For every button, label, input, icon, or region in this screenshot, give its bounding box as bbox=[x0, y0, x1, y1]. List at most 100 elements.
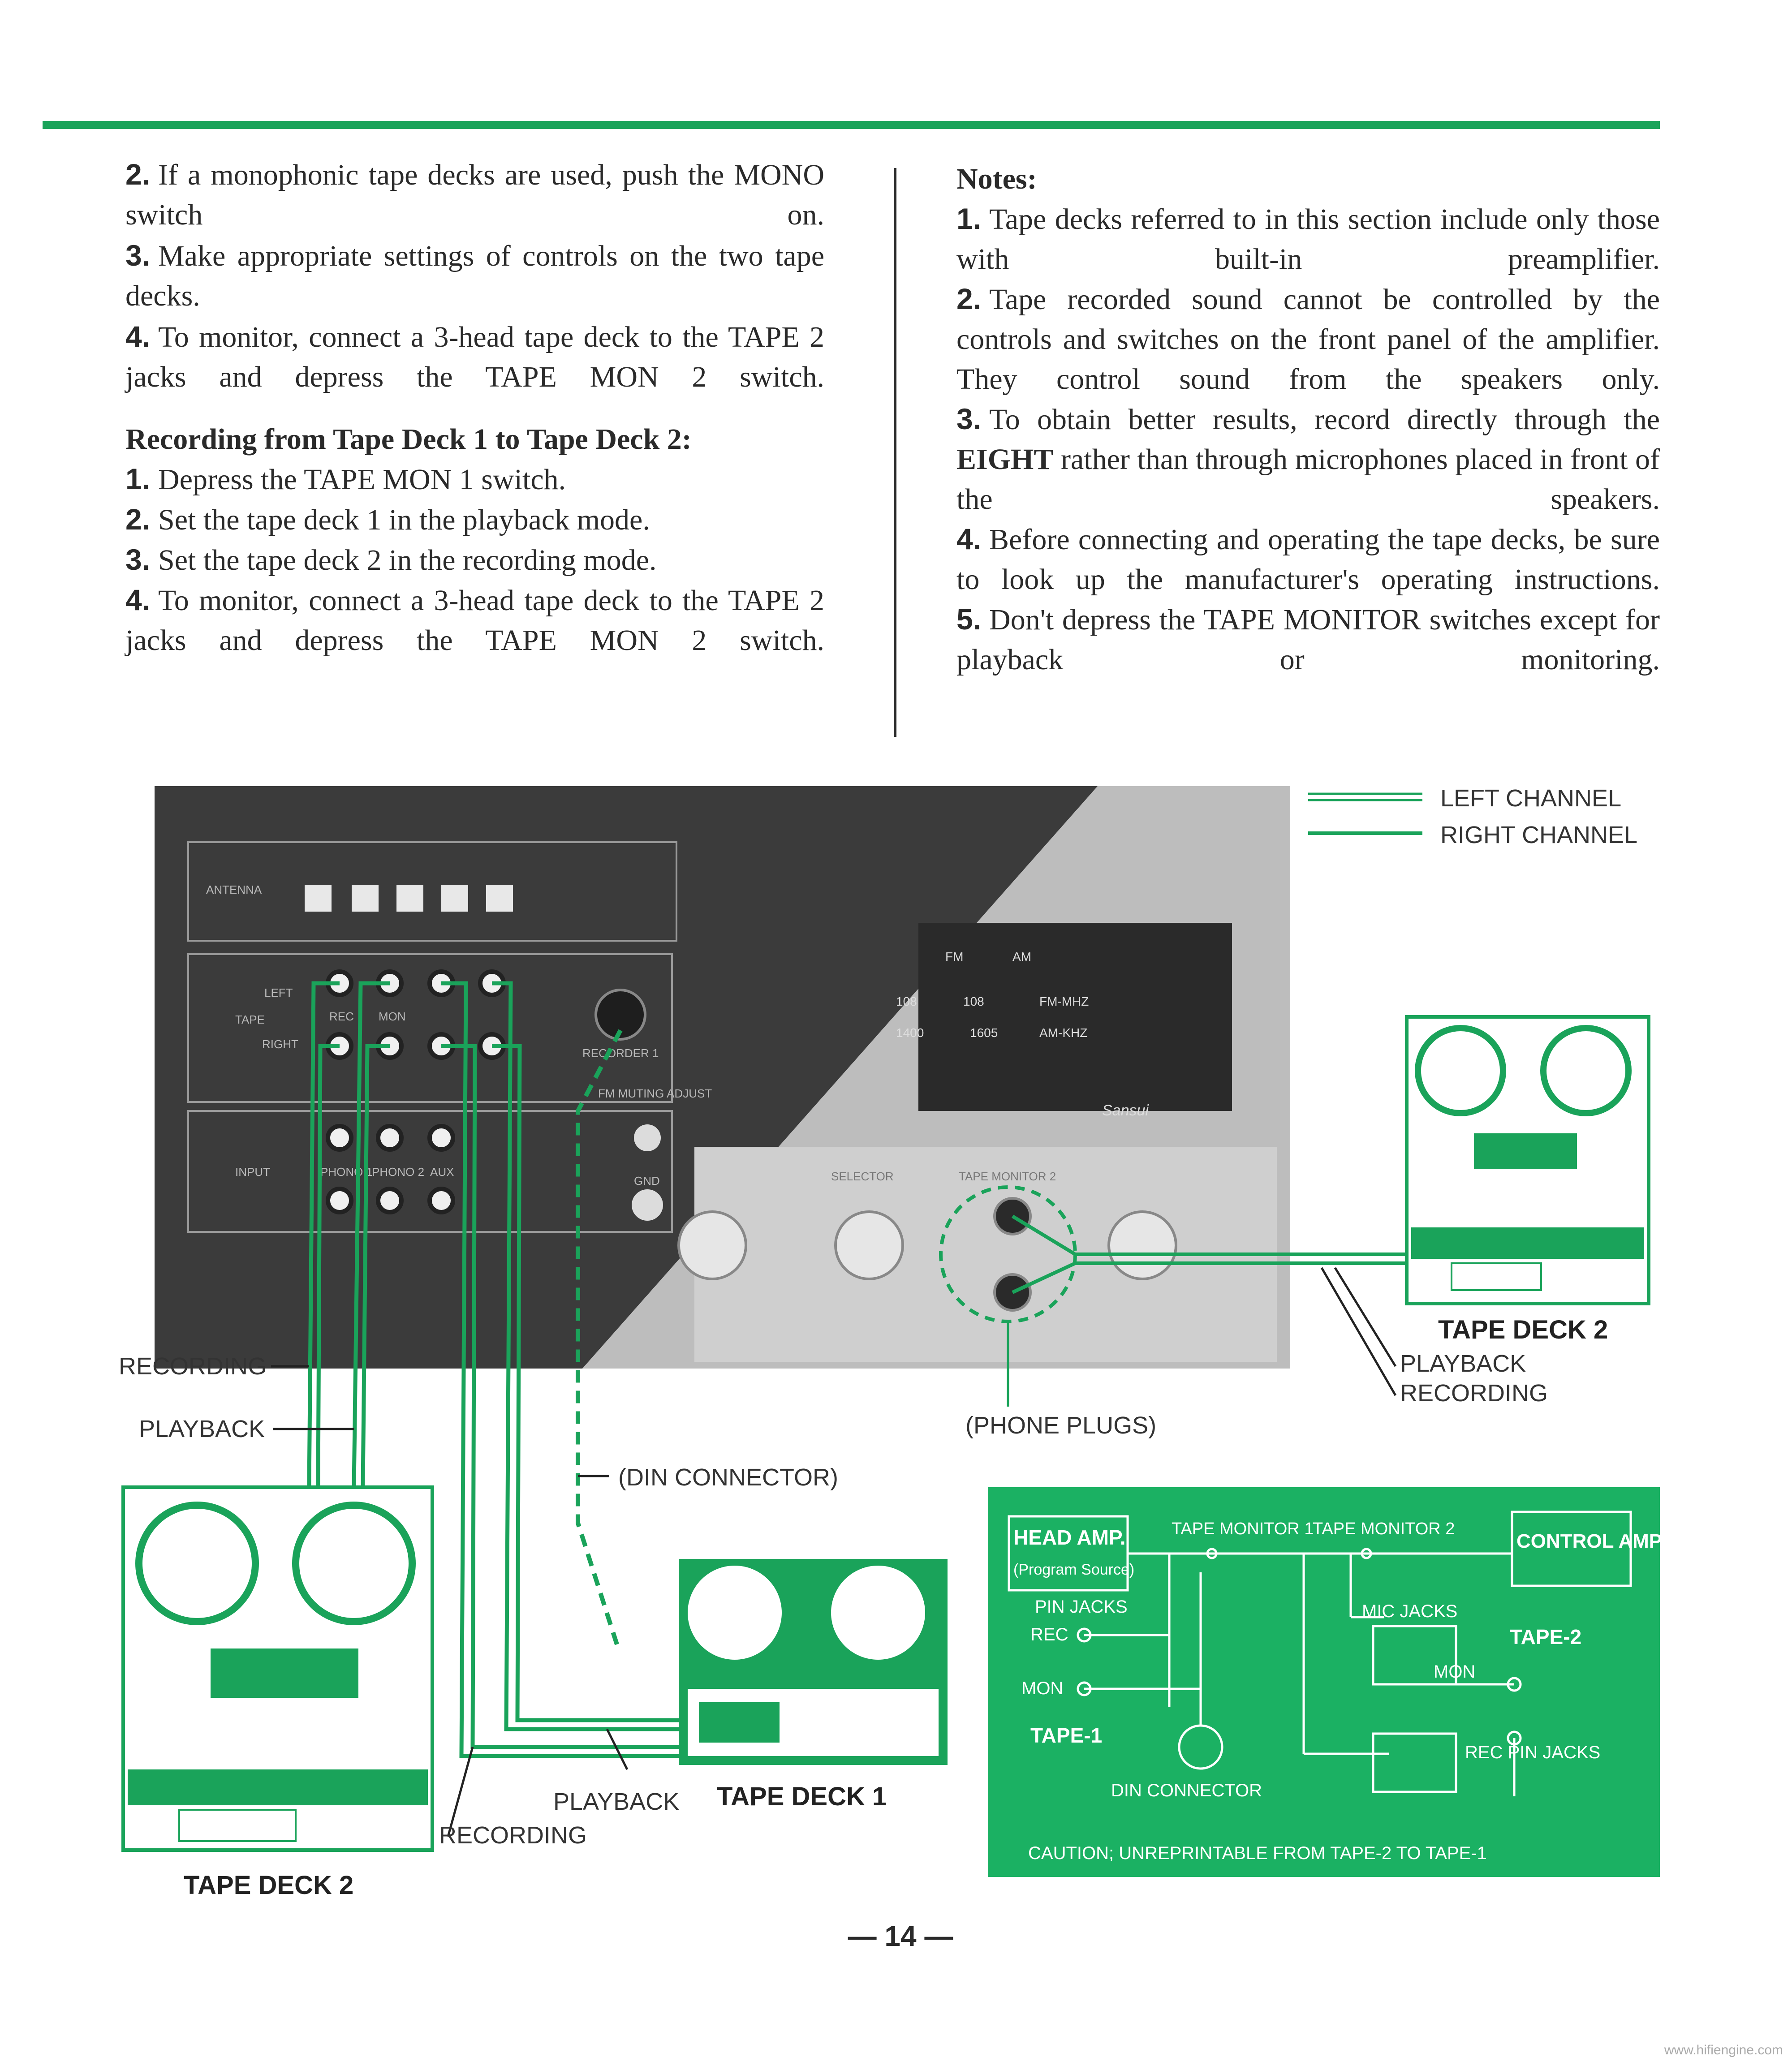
panel-label-phono2: PHONO 2 bbox=[372, 1165, 424, 1179]
cables-left bbox=[307, 981, 390, 1488]
selector-knob bbox=[677, 1210, 747, 1280]
panel-label-aux: AUX bbox=[430, 1165, 454, 1179]
step-item: 2.Set the tape deck 1 in the playback mo… bbox=[125, 503, 650, 536]
tape-deck-2-right-label: TAPE DECK 2 bbox=[1438, 1315, 1608, 1344]
panel-label-phono1: PHONO 1 bbox=[320, 1165, 373, 1179]
cable bbox=[492, 981, 681, 1731]
dial-label-am-khz: AM-KHZ bbox=[1039, 1026, 1087, 1040]
control-amp-label: CONTROL AMP. bbox=[1516, 1530, 1665, 1552]
note-text: Don't depress the TAPE MONITOR switches … bbox=[956, 603, 1660, 676]
tape-deck-2-left bbox=[121, 1485, 434, 1852]
mic-jacks-label: MIC JACKS bbox=[1362, 1601, 1457, 1621]
note-item: 5.Don't depress the TAPE MONITOR switche… bbox=[956, 603, 1660, 676]
dial-value: 108 bbox=[896, 994, 917, 1008]
panel-label-selector: SELECTOR bbox=[831, 1170, 894, 1183]
control-amp-box bbox=[1511, 1511, 1632, 1587]
note-item: 2.Tape recorded sound cannot be controll… bbox=[956, 282, 1660, 396]
control-strip bbox=[1411, 1227, 1644, 1259]
selector-knob bbox=[834, 1210, 904, 1280]
head-cover bbox=[1474, 1133, 1577, 1169]
head-cover bbox=[211, 1648, 358, 1698]
mon-label: MON bbox=[1021, 1679, 1063, 1698]
block-diagram: HEAD AMP. (Program Source) TAPE MONITOR … bbox=[988, 1487, 1665, 1877]
left-column: 2.If a monophonic tape decks are used, p… bbox=[125, 155, 824, 660]
top-rule bbox=[43, 121, 1660, 129]
antenna-switch bbox=[305, 885, 332, 912]
rec-pin-jacks-label: REC PIN JACKS bbox=[1465, 1743, 1600, 1762]
legend bbox=[1308, 792, 1422, 835]
note-text: Tape recorded sound cannot be controlled… bbox=[956, 283, 1660, 396]
din-connector-label-block: DIN CONNECTOR bbox=[1111, 1781, 1262, 1800]
panel-label-input: INPUT bbox=[235, 1165, 270, 1179]
page-number: 14 bbox=[884, 1920, 917, 1952]
front-knob bbox=[1107, 1210, 1177, 1280]
cable bbox=[492, 1044, 681, 1722]
cable bbox=[441, 981, 681, 1758]
dial-label-fm-mhz: FM-MHZ bbox=[1039, 994, 1089, 1008]
cable bbox=[352, 981, 390, 1488]
dial-value: 1400 bbox=[896, 1026, 924, 1040]
mon-2-label: MON bbox=[1434, 1662, 1475, 1682]
panel-label-gnd: GND bbox=[634, 1174, 660, 1188]
leader bbox=[1334, 1267, 1397, 1367]
jack bbox=[326, 1187, 353, 1214]
pin-jacks-label: PIN JACKS bbox=[1035, 1597, 1128, 1617]
leader-lines bbox=[271, 1267, 1397, 1837]
watermark: www.hifiengine.com bbox=[1664, 2043, 1783, 2057]
reel bbox=[292, 1502, 416, 1625]
legend-left-label: LEFT CHANNEL bbox=[1440, 785, 1621, 812]
din-cable bbox=[576, 1029, 623, 1649]
step-item: 4.To monitor, connect a 3-head tape deck… bbox=[125, 320, 824, 393]
brand-logo: Sansui bbox=[1102, 1102, 1149, 1119]
right-column: Notes: 1.Tape decks referred to in this … bbox=[956, 159, 1660, 680]
note-text: Tape decks referred to in this section i… bbox=[956, 203, 1660, 275]
jack bbox=[376, 1187, 404, 1214]
step-text: To monitor, connect a 3-head tape deck t… bbox=[125, 321, 824, 393]
playback-label-left: PLAYBACK bbox=[139, 1416, 265, 1442]
reel bbox=[831, 1566, 925, 1660]
antenna-switch bbox=[441, 885, 468, 912]
phone-plugs-label: (PHONE PLUGS) bbox=[965, 1412, 1156, 1439]
front-display bbox=[918, 923, 1232, 1111]
rear-panel-photo bbox=[155, 786, 1098, 1369]
leader bbox=[606, 1728, 629, 1770]
antenna-block bbox=[187, 841, 677, 942]
cables-right-bundle bbox=[441, 981, 681, 1758]
panel-label-antenna: ANTENNA bbox=[206, 883, 262, 896]
jack bbox=[427, 1187, 455, 1214]
panel-label-tape: TAPE bbox=[235, 1013, 265, 1026]
meter-panel bbox=[1451, 1262, 1542, 1291]
jack bbox=[427, 1124, 455, 1152]
block-diagram-bg bbox=[988, 1487, 1660, 1877]
tape-deck-1 bbox=[679, 1559, 948, 1765]
din-symbol bbox=[1178, 1724, 1223, 1770]
din-connector-label: (DIN CONNECTOR) bbox=[618, 1464, 838, 1491]
input-jack-block bbox=[187, 1110, 673, 1233]
panel-label-right: RIGHT bbox=[262, 1037, 298, 1051]
tape-monitor-2-label: TAPE MONITOR 2 bbox=[1313, 1519, 1455, 1538]
step-text: Make appropriate settings of controls on… bbox=[125, 240, 824, 312]
note-text: Before connecting and operating the tape… bbox=[956, 523, 1660, 596]
tape-deck-1-label: TAPE DECK 1 bbox=[717, 1782, 887, 1811]
din-socket bbox=[594, 989, 646, 1041]
panel-label-fm-muting: FM MUTING ADJUST bbox=[598, 1087, 712, 1100]
playback-label-bottom: PLAYBACK bbox=[553, 1788, 679, 1815]
cable bbox=[316, 1044, 340, 1488]
dial-value: 108 bbox=[963, 994, 984, 1008]
step-item: 4.To monitor, connect a 3-head tape deck… bbox=[125, 583, 824, 657]
reel bbox=[688, 1566, 782, 1660]
step-text: Depress the TAPE MON 1 switch. bbox=[158, 463, 566, 496]
jack bbox=[376, 1124, 404, 1152]
control-strip bbox=[128, 1769, 428, 1805]
mic-jack-box bbox=[1372, 1625, 1457, 1686]
rec-pin-jack bbox=[1077, 1627, 1092, 1643]
cable bbox=[307, 981, 340, 1488]
reel bbox=[1540, 1025, 1632, 1116]
program-source-label: (Program Source) bbox=[1013, 1561, 1134, 1578]
mon-pin-jack bbox=[1077, 1681, 1092, 1696]
rec-jack bbox=[1507, 1730, 1522, 1746]
antenna-switch bbox=[486, 885, 513, 912]
tape-2-label: TAPE-2 bbox=[1510, 1625, 1581, 1648]
panel-label-tape-monitor-2: TAPE MONITOR 2 bbox=[959, 1170, 1056, 1183]
